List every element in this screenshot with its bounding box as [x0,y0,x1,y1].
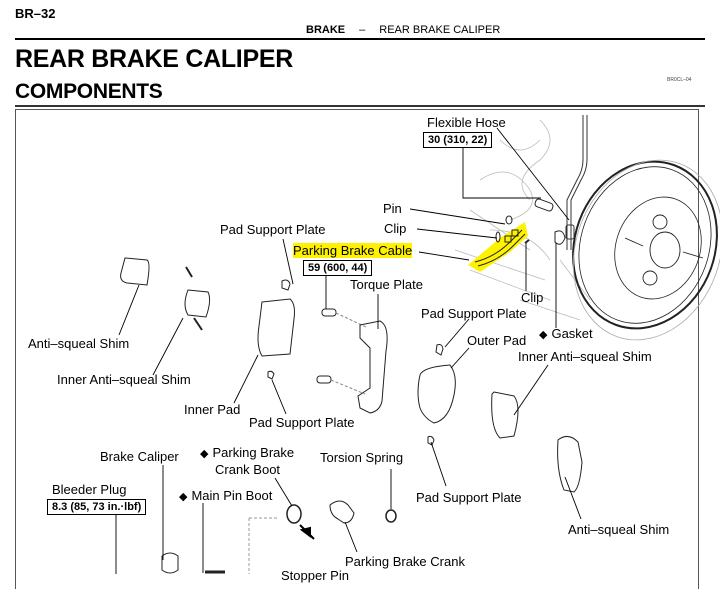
label-flexible-hose: Flexible Hose [427,115,506,130]
flexible-hose-pipe [565,115,588,250]
label-torque-plate: Torque Plate [350,277,423,292]
torque-spec-bleeder-plug: 8.3 (85, 73 in.·lbf) [47,499,147,515]
label-inner-anti-squeal-shim-right: Inner Anti–squeal Shim [518,349,652,364]
page-number: BR–32 [15,6,56,21]
page-subtitle: COMPONENTS [15,80,163,103]
label-pad-support-plate-top: Pad Support Plate [220,222,326,237]
label-main-pin-boot: ◆Main Pin Boot [179,488,272,505]
label-gasket-text: Gasket [551,326,593,341]
non-reusable-icon: ◆ [179,491,188,503]
label-main-pin-boot-text: Main Pin Boot [191,488,273,503]
section-name: BRAKE [306,24,346,36]
label-bleeder-plug: Bleeder Plug [52,482,127,497]
left-components [120,257,388,414]
union-bolt [534,198,566,245]
bottom-components [161,500,397,574]
label-anti-squeal-shim-right: Anti–squeal Shim [568,522,670,537]
torque-spec-flexible-hose: 30 (310, 22) [423,132,493,148]
running-header: BRAKE – REAR BRAKE CALIPER [306,24,500,36]
label-outer-pad: Outer Pad [467,333,527,348]
label-pad-support-plate-mid: Pad Support Plate [249,415,355,430]
label-clip-lower: Clip [521,290,544,305]
label-torsion-spring: Torsion Spring [320,450,404,465]
torque-spec-torque-plate: 59 (600, 44) [303,260,373,276]
right-components [417,344,583,493]
label-pad-support-plate-right: Pad Support Plate [421,306,527,321]
label-parking-brake-cable: Parking Brake Cable [293,243,413,258]
header-separator: – [359,24,366,36]
label-stopper-pin: Stopper Pin [281,568,349,583]
suspension-sketch [454,119,591,321]
title-rule [15,105,705,107]
diagram-artwork [115,115,720,574]
leader-lines [115,127,582,574]
label-anti-squeal-shim-left: Anti–squeal Shim [28,336,130,351]
page-title: REAR BRAKE CALIPER [15,45,293,73]
non-reusable-icon: ◆ [539,329,548,341]
non-reusable-icon: ◆ [200,448,209,460]
label-parking-brake-crank: Parking Brake Crank [345,554,465,569]
brake-disc [572,159,720,341]
label-gasket: ◆Gasket [539,326,593,343]
label-inner-anti-squeal-shim-left: Inner Anti–squeal Shim [57,372,191,387]
label-parking-brake-crank-boot-line1: Parking Brake [212,445,295,460]
label-clip-upper: Clip [384,221,407,236]
header-rule [15,38,705,40]
label-pad-support-plate-bottom: Pad Support Plate [416,490,522,505]
figure-code: BR0CL–04 [667,77,692,83]
label-brake-caliper: Brake Caliper [100,449,179,464]
label-inner-pad: Inner Pad [184,402,241,417]
subsection-name: REAR BRAKE CALIPER [379,24,501,36]
parking-brake-cable-art [474,215,530,267]
components-diagram-frame [15,109,699,589]
label-pin: Pin [383,201,402,216]
label-parking-brake-crank-boot-line2: Crank Boot [215,462,281,477]
